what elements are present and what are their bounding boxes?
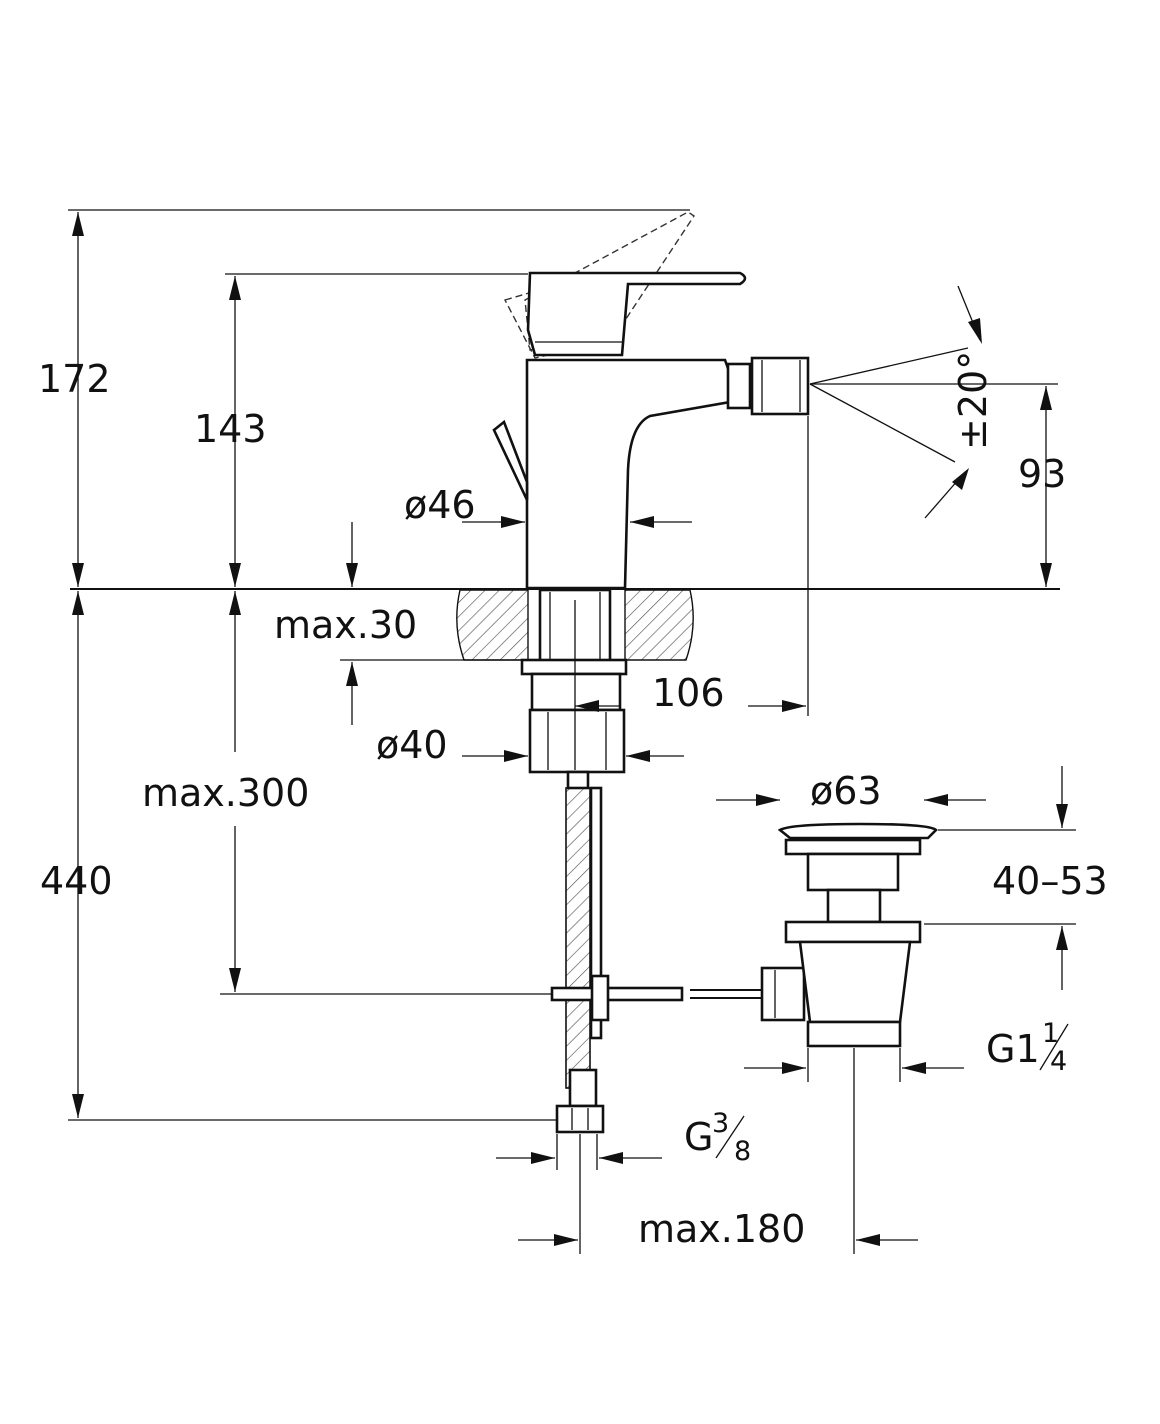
mixer-body: [492, 211, 810, 590]
inlet-thread-denominator: 8: [734, 1136, 751, 1167]
angle-label: ±20°: [951, 351, 995, 450]
body-diameter-label: ø46: [404, 483, 476, 527]
shank-diameter-label: ø40: [376, 723, 448, 767]
waste-fitting: [777, 822, 938, 1048]
spout-reach-label: 106: [652, 671, 725, 715]
pop-up-linkage: [550, 966, 806, 1022]
waste-diameter-label: ø63: [810, 769, 882, 813]
inlet-thread-main: G: [684, 1115, 713, 1159]
waste-thread-main: G1: [986, 1027, 1040, 1071]
flexible-hose: [555, 770, 605, 1134]
waste-thread-numerator: 1: [1042, 1018, 1059, 1049]
dimension-lines: [68, 209, 1076, 1254]
waste-thread-denominator: 4: [1050, 1046, 1067, 1077]
height-spout-label: 93: [1018, 452, 1066, 496]
waste-thread-label: G1 1 4: [986, 1018, 1069, 1077]
height-total-label: 172: [38, 357, 111, 401]
deck-section: [70, 588, 1060, 661]
hose-length-label: 440: [40, 859, 113, 903]
hose-max-label: max.300: [142, 771, 309, 815]
waste-range-label: 40–53: [992, 859, 1108, 903]
waste-distance-label: max.180: [638, 1207, 805, 1251]
deck-thickness-label: max.30: [274, 603, 417, 647]
height-lever-label: 143: [194, 407, 267, 451]
inlet-thread-label: G 3 8: [684, 1108, 751, 1167]
inlet-thread-numerator: 3: [712, 1108, 729, 1139]
shank: [520, 588, 628, 774]
